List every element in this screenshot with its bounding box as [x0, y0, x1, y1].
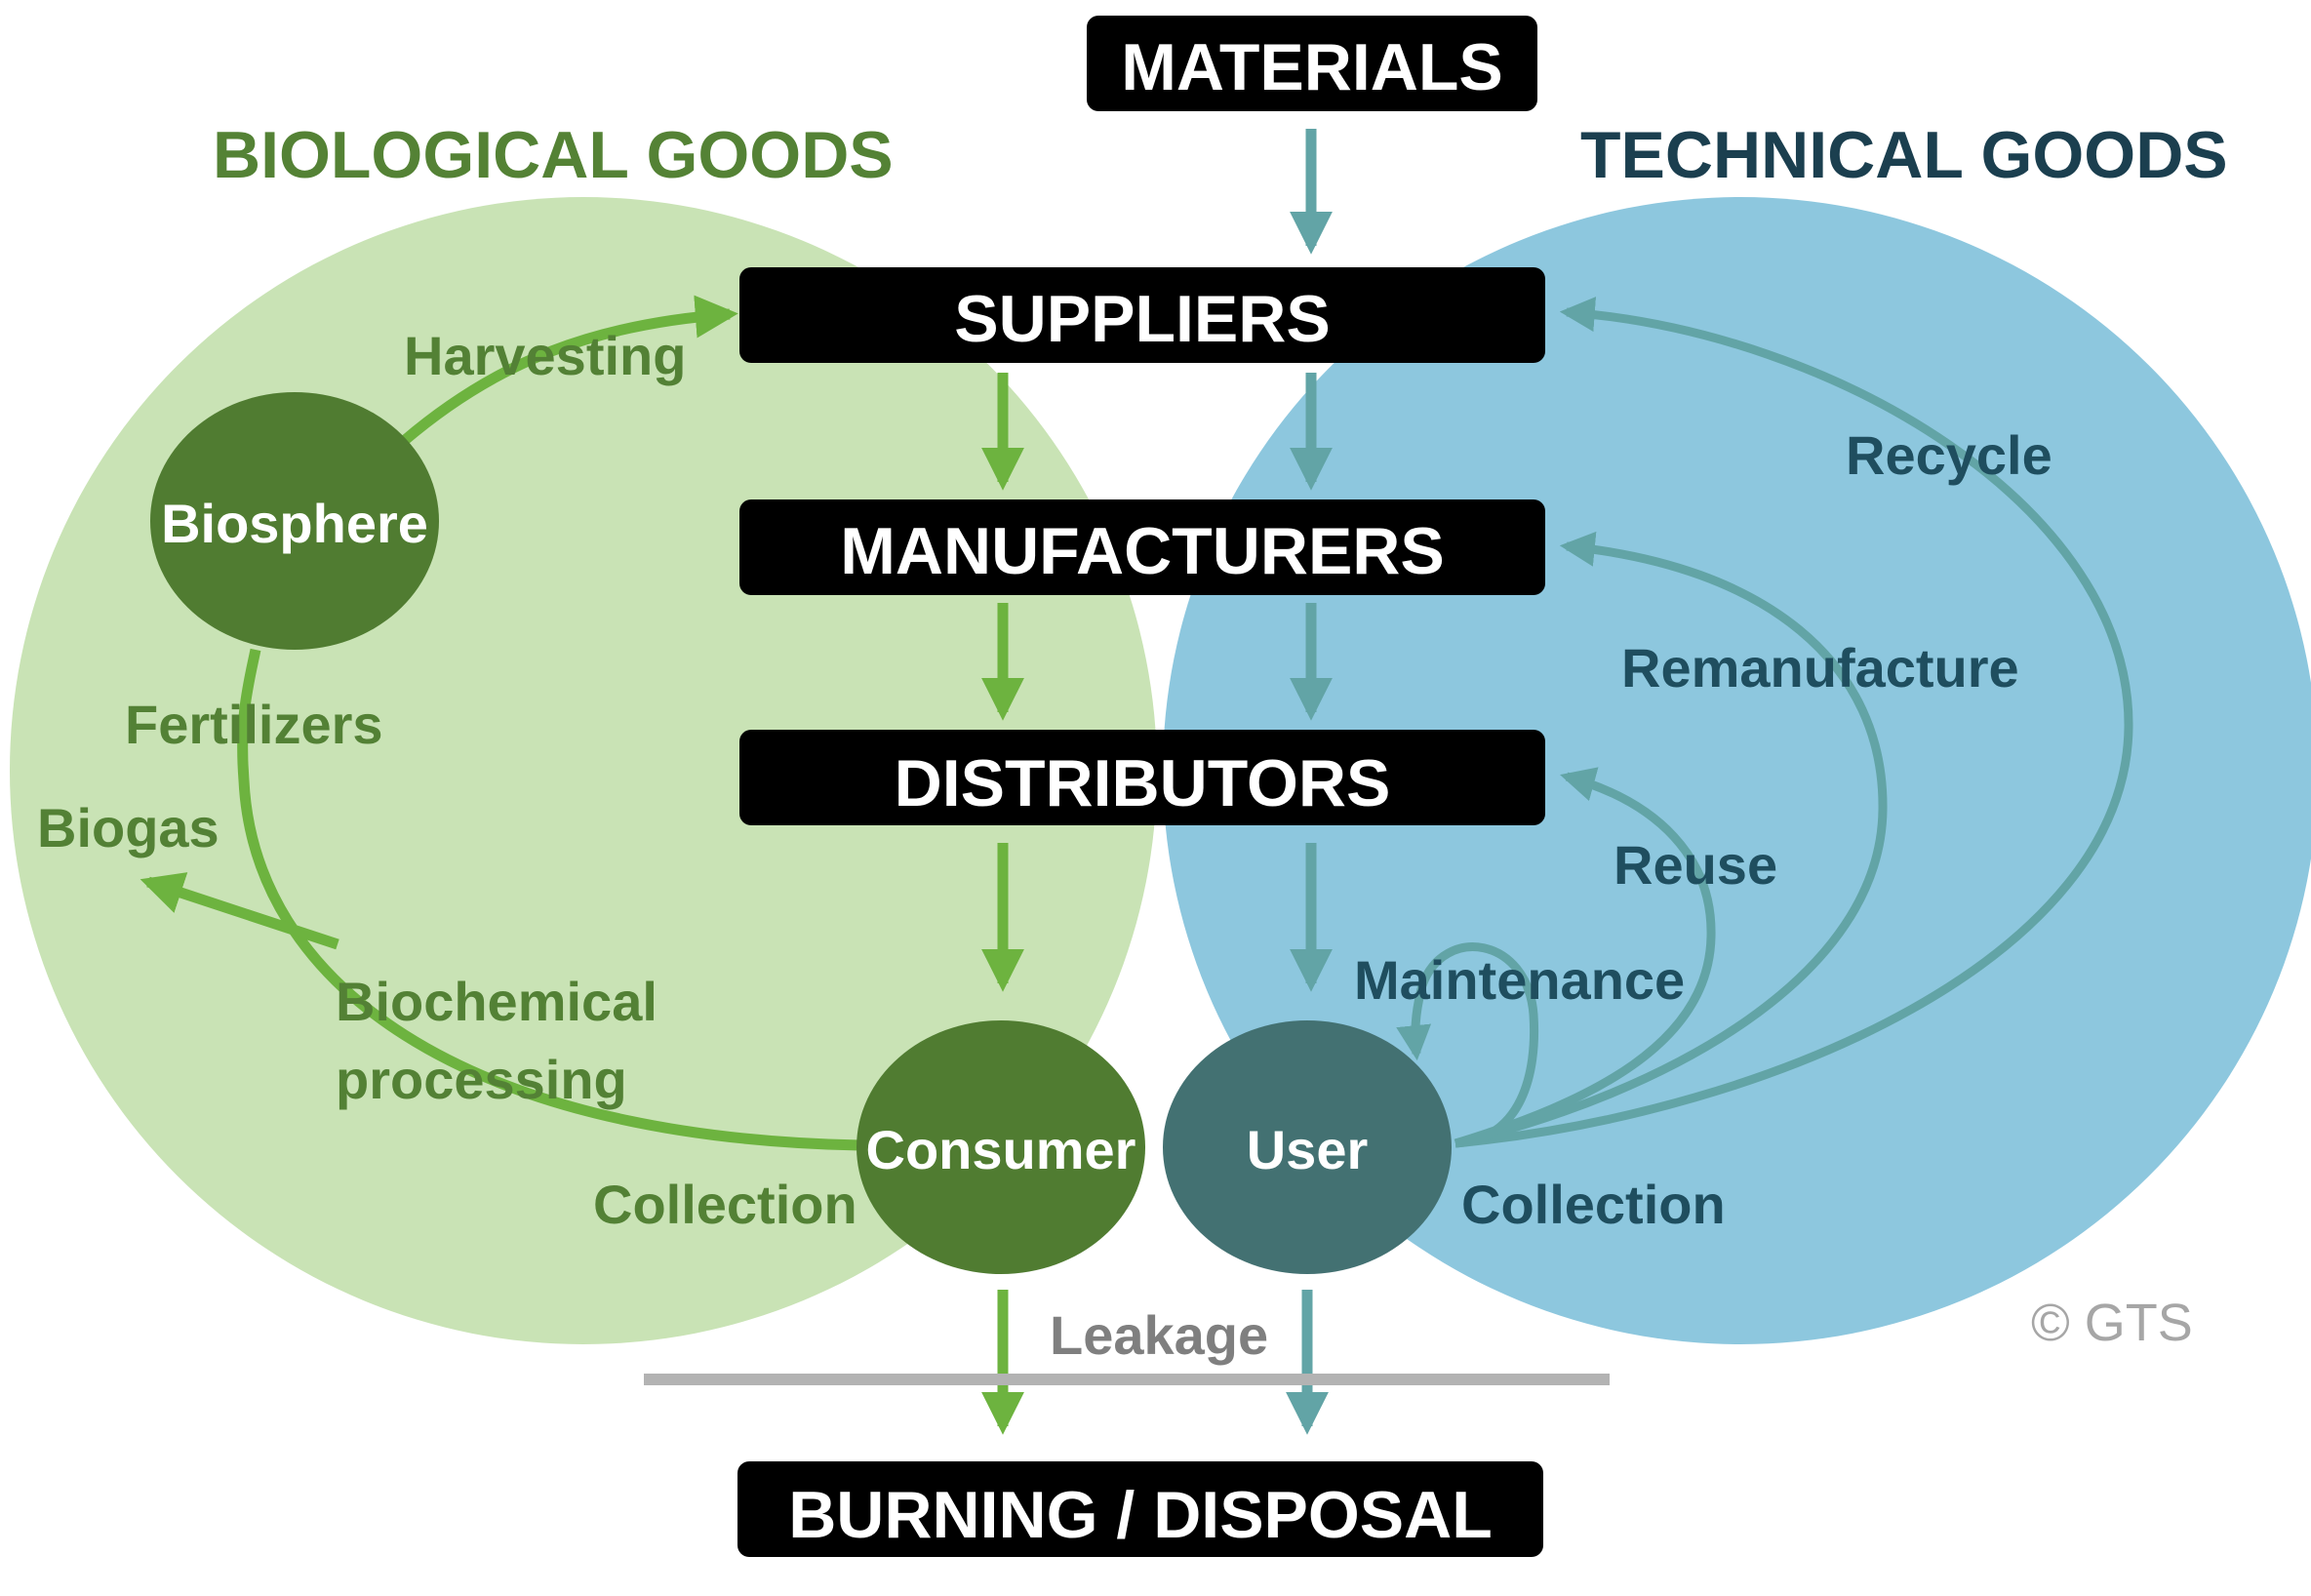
user-label: User — [1247, 1119, 1369, 1180]
distributors-label: DISTRIBUTORS — [895, 746, 1391, 820]
biogas-arrow — [139, 872, 339, 950]
harvesting-arrow — [400, 295, 738, 446]
biogas-label: Biogas — [37, 797, 219, 858]
recycle-label: Recycle — [1846, 424, 2052, 486]
consumer-label: Consumer — [866, 1119, 1136, 1180]
distributors-box: DISTRIBUTORS — [739, 730, 1545, 825]
manufacturers-label: MANUFACTURERS — [840, 514, 1445, 588]
biosphere-node: Biosphere — [150, 392, 439, 650]
materials-box: MATERIALS — [1087, 16, 1537, 111]
suppliers-label: SUPPLIERS — [954, 282, 1330, 356]
harvesting-label: Harvesting — [404, 325, 686, 386]
biochemical-label: Biochemical — [336, 971, 657, 1032]
user-node: User — [1163, 1020, 1452, 1274]
biosphere-label: Biosphere — [161, 493, 428, 554]
technical-goods-circle — [1163, 197, 2311, 1344]
disposal-box: BURNING / DISPOSAL — [737, 1461, 1543, 1557]
recycle-loop — [1454, 297, 2133, 1148]
fertilizers-label: Fertilizers — [125, 694, 383, 755]
disposal-label: BURNING / DISPOSAL — [788, 1478, 1493, 1552]
technical-goods-heading: TECHNICAL GOODS — [1580, 118, 2228, 192]
biological-goods-heading: BIOLOGICAL GOODS — [213, 118, 894, 192]
leakage-label: Leakage — [1050, 1304, 1268, 1366]
maintenance-label: Maintenance — [1354, 949, 1685, 1011]
processing-label: processing — [336, 1049, 627, 1110]
reuse-label: Reuse — [1614, 834, 1777, 896]
tech-collection-label: Collection — [1461, 1174, 1726, 1235]
remanufacture-loop — [1454, 531, 1888, 1148]
bio-collection-label: Collection — [593, 1174, 857, 1235]
consumer-node: Consumer — [857, 1020, 1145, 1274]
reuse-loop — [1454, 767, 1716, 1148]
remanufacture-label: Remanufacture — [1621, 637, 2019, 698]
manufacturers-box: MANUFACTURERS — [739, 499, 1545, 595]
copyright-label: © GTS — [2031, 1294, 2193, 1352]
materials-label: MATERIALS — [1121, 30, 1503, 104]
maintenance-loop — [1396, 942, 1539, 1148]
suppliers-box: SUPPLIERS — [739, 267, 1545, 363]
